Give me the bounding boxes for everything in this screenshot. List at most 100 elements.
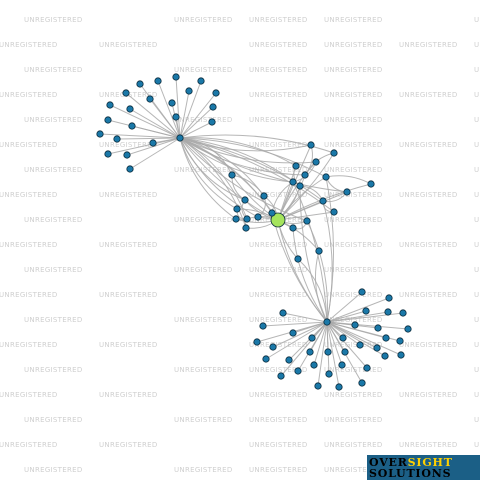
member-node-m17[interactable] (96, 130, 104, 138)
watermark-text-7-3: UNREGISTERED (324, 191, 383, 199)
member-node-m78[interactable] (325, 370, 333, 378)
watermark-text-18-1: UNREGISTERED (174, 466, 233, 474)
member-node-m51[interactable] (362, 307, 370, 315)
member-node-m67[interactable] (306, 348, 314, 356)
member-node-m20[interactable] (104, 150, 112, 158)
member-node-m64[interactable] (356, 341, 364, 349)
member-node-m12[interactable] (209, 103, 217, 111)
member-node-m25[interactable] (330, 149, 338, 157)
member-node-m54[interactable] (351, 321, 359, 329)
member-node-m58[interactable] (289, 329, 297, 337)
member-node-m62[interactable] (253, 338, 261, 346)
watermark-text-7-2: UNREGISTERED (249, 191, 308, 199)
member-node-m5[interactable] (122, 89, 130, 97)
member-node-m45[interactable] (289, 224, 297, 232)
edge-44 (179, 137, 279, 221)
member-node-m70[interactable] (262, 355, 270, 363)
member-node-m23[interactable] (228, 171, 236, 179)
member-node-m36[interactable] (319, 197, 327, 205)
watermark-text-12-2: UNREGISTERED (249, 316, 308, 324)
focus-node[interactable] (270, 212, 286, 228)
edge-95 (326, 321, 409, 330)
member-node-m59[interactable] (308, 334, 316, 342)
member-node-m1[interactable] (136, 80, 144, 88)
member-node-m34[interactable] (260, 192, 268, 200)
member-node-m14[interactable] (128, 122, 136, 130)
hub-node-hub-top[interactable] (176, 134, 184, 142)
member-node-m55[interactable] (374, 324, 382, 332)
hub-node-hub-bottom[interactable] (323, 318, 331, 326)
member-node-m71[interactable] (285, 356, 293, 364)
member-node-m33[interactable] (343, 188, 351, 196)
member-node-m68[interactable] (324, 348, 332, 356)
member-node-m2[interactable] (154, 77, 162, 85)
member-node-m30[interactable] (289, 178, 297, 186)
member-node-m29[interactable] (322, 173, 330, 181)
member-node-m75[interactable] (338, 361, 346, 369)
member-node-m42[interactable] (330, 208, 338, 216)
member-node-m31[interactable] (296, 182, 304, 190)
member-node-m44[interactable] (242, 224, 250, 232)
member-node-m15[interactable] (172, 113, 180, 121)
member-node-m6[interactable] (146, 95, 154, 103)
member-node-m50[interactable] (279, 309, 287, 317)
member-node-m18[interactable] (113, 135, 121, 143)
member-node-m4[interactable] (197, 77, 205, 85)
member-node-m82[interactable] (335, 383, 343, 391)
member-node-m60[interactable] (339, 334, 347, 342)
member-node-m7[interactable] (185, 87, 193, 95)
brand-logo-box: OVER SIGHT SOLUTIONS (367, 455, 480, 480)
member-node-m38[interactable] (268, 209, 276, 217)
member-node-m8[interactable] (212, 89, 220, 97)
member-node-m3[interactable] (172, 73, 180, 81)
edge-117 (326, 321, 330, 375)
member-node-m22[interactable] (126, 165, 134, 173)
member-node-m57[interactable] (259, 322, 267, 330)
member-node-m16[interactable] (208, 118, 216, 126)
member-node-m11[interactable] (168, 99, 176, 107)
member-node-m61[interactable] (382, 334, 390, 342)
member-node-m79[interactable] (277, 372, 285, 380)
member-node-m66[interactable] (373, 344, 381, 352)
member-node-m69[interactable] (341, 348, 349, 356)
member-node-m41[interactable] (232, 215, 240, 223)
member-node-m32[interactable] (367, 180, 375, 188)
member-node-m80[interactable] (358, 379, 366, 387)
member-node-m9[interactable] (106, 101, 114, 109)
member-node-m43[interactable] (303, 217, 311, 225)
member-node-m52[interactable] (384, 308, 392, 316)
member-node-m37[interactable] (233, 205, 241, 213)
edge-7 (179, 92, 217, 139)
member-node-m47[interactable] (315, 247, 323, 255)
member-node-m53[interactable] (399, 309, 407, 317)
member-node-m35[interactable] (241, 196, 249, 204)
watermark-text-4-2: UNREGISTERED (249, 116, 308, 124)
watermark-text-16-2: UNREGISTERED (249, 416, 308, 424)
member-node-m40[interactable] (243, 215, 251, 223)
member-node-m10[interactable] (126, 105, 134, 113)
watermark-text-12-0: UNREGISTERED (24, 316, 83, 324)
member-node-m27[interactable] (292, 162, 300, 170)
member-node-m26[interactable] (312, 158, 320, 166)
member-node-m48[interactable] (358, 288, 366, 296)
member-node-m24[interactable] (307, 141, 315, 149)
member-node-m77[interactable] (294, 367, 302, 375)
member-node-m39[interactable] (254, 213, 262, 221)
watermark-text-12-4: UNREGISTERED (474, 316, 480, 324)
member-node-m28[interactable] (301, 171, 309, 179)
member-node-m76[interactable] (363, 364, 371, 372)
member-node-m63[interactable] (269, 343, 277, 351)
member-node-m13[interactable] (104, 116, 112, 124)
member-node-m81[interactable] (314, 382, 322, 390)
member-node-m73[interactable] (397, 351, 405, 359)
member-node-m56[interactable] (404, 325, 412, 333)
member-node-m74[interactable] (310, 361, 318, 369)
member-node-m46[interactable] (294, 255, 302, 263)
member-node-m21[interactable] (123, 151, 131, 159)
member-node-m72[interactable] (381, 352, 389, 360)
member-node-m49[interactable] (385, 294, 393, 302)
edge-8 (109, 104, 181, 139)
member-node-m19[interactable] (149, 139, 157, 147)
edge-121 (326, 321, 340, 388)
member-node-m65[interactable] (396, 337, 404, 345)
